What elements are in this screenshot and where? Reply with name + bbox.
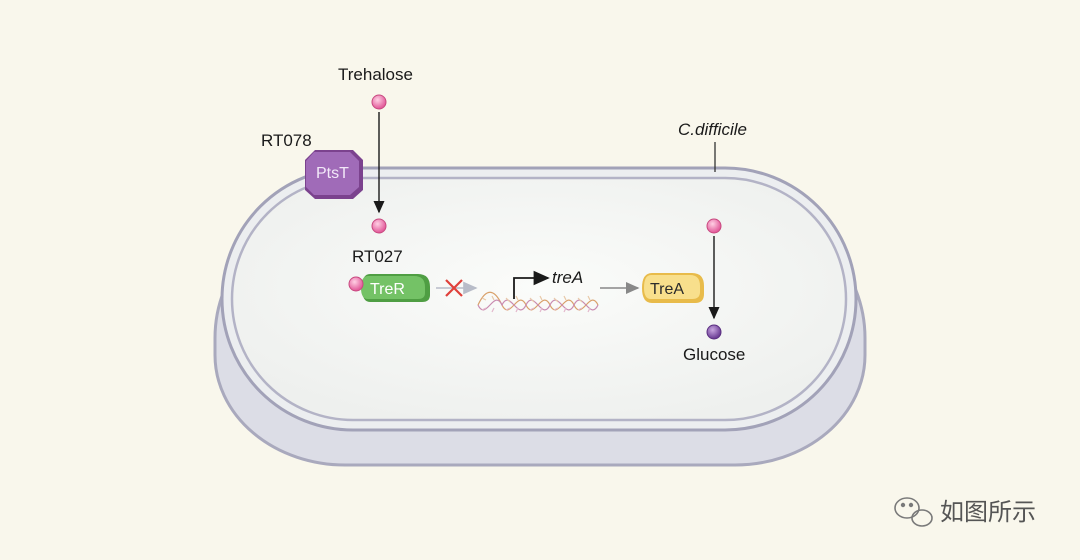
trehalose-bound-treR [348, 276, 364, 292]
ptsT-label: PtsT [316, 165, 349, 182]
cell-body [213, 166, 867, 467]
trehalose-label: Trehalose [338, 65, 413, 84]
treA-label: TreA [650, 281, 684, 298]
organism-label: C.difficile [678, 120, 747, 139]
gene-label: treA [552, 268, 583, 287]
rt027-label: RT027 [352, 247, 403, 266]
watermark-text: 如图所示 [940, 498, 1036, 526]
glucose-label: Glucose [683, 345, 745, 364]
treA-enzyme: TreA [642, 273, 704, 303]
wechat-icon [894, 497, 933, 527]
inhibition-x-icon [445, 279, 463, 297]
ptsT-transporter: PtsT [305, 150, 363, 199]
treR-regulator: TreR [361, 274, 430, 302]
trehalose-molecule-inside [371, 218, 387, 234]
glucose-molecule [706, 324, 722, 340]
promoter-arrow [513, 270, 550, 299]
treR-label: TreR [370, 281, 405, 298]
rt078-label: RT078 [261, 131, 312, 150]
trehalose-molecule-outside [371, 94, 387, 110]
trehalose-molecule-substrate [706, 218, 722, 234]
dna-helix-icon [477, 291, 599, 313]
cytoplasm [230, 176, 848, 422]
watermark: 如图所示 [894, 497, 1036, 527]
